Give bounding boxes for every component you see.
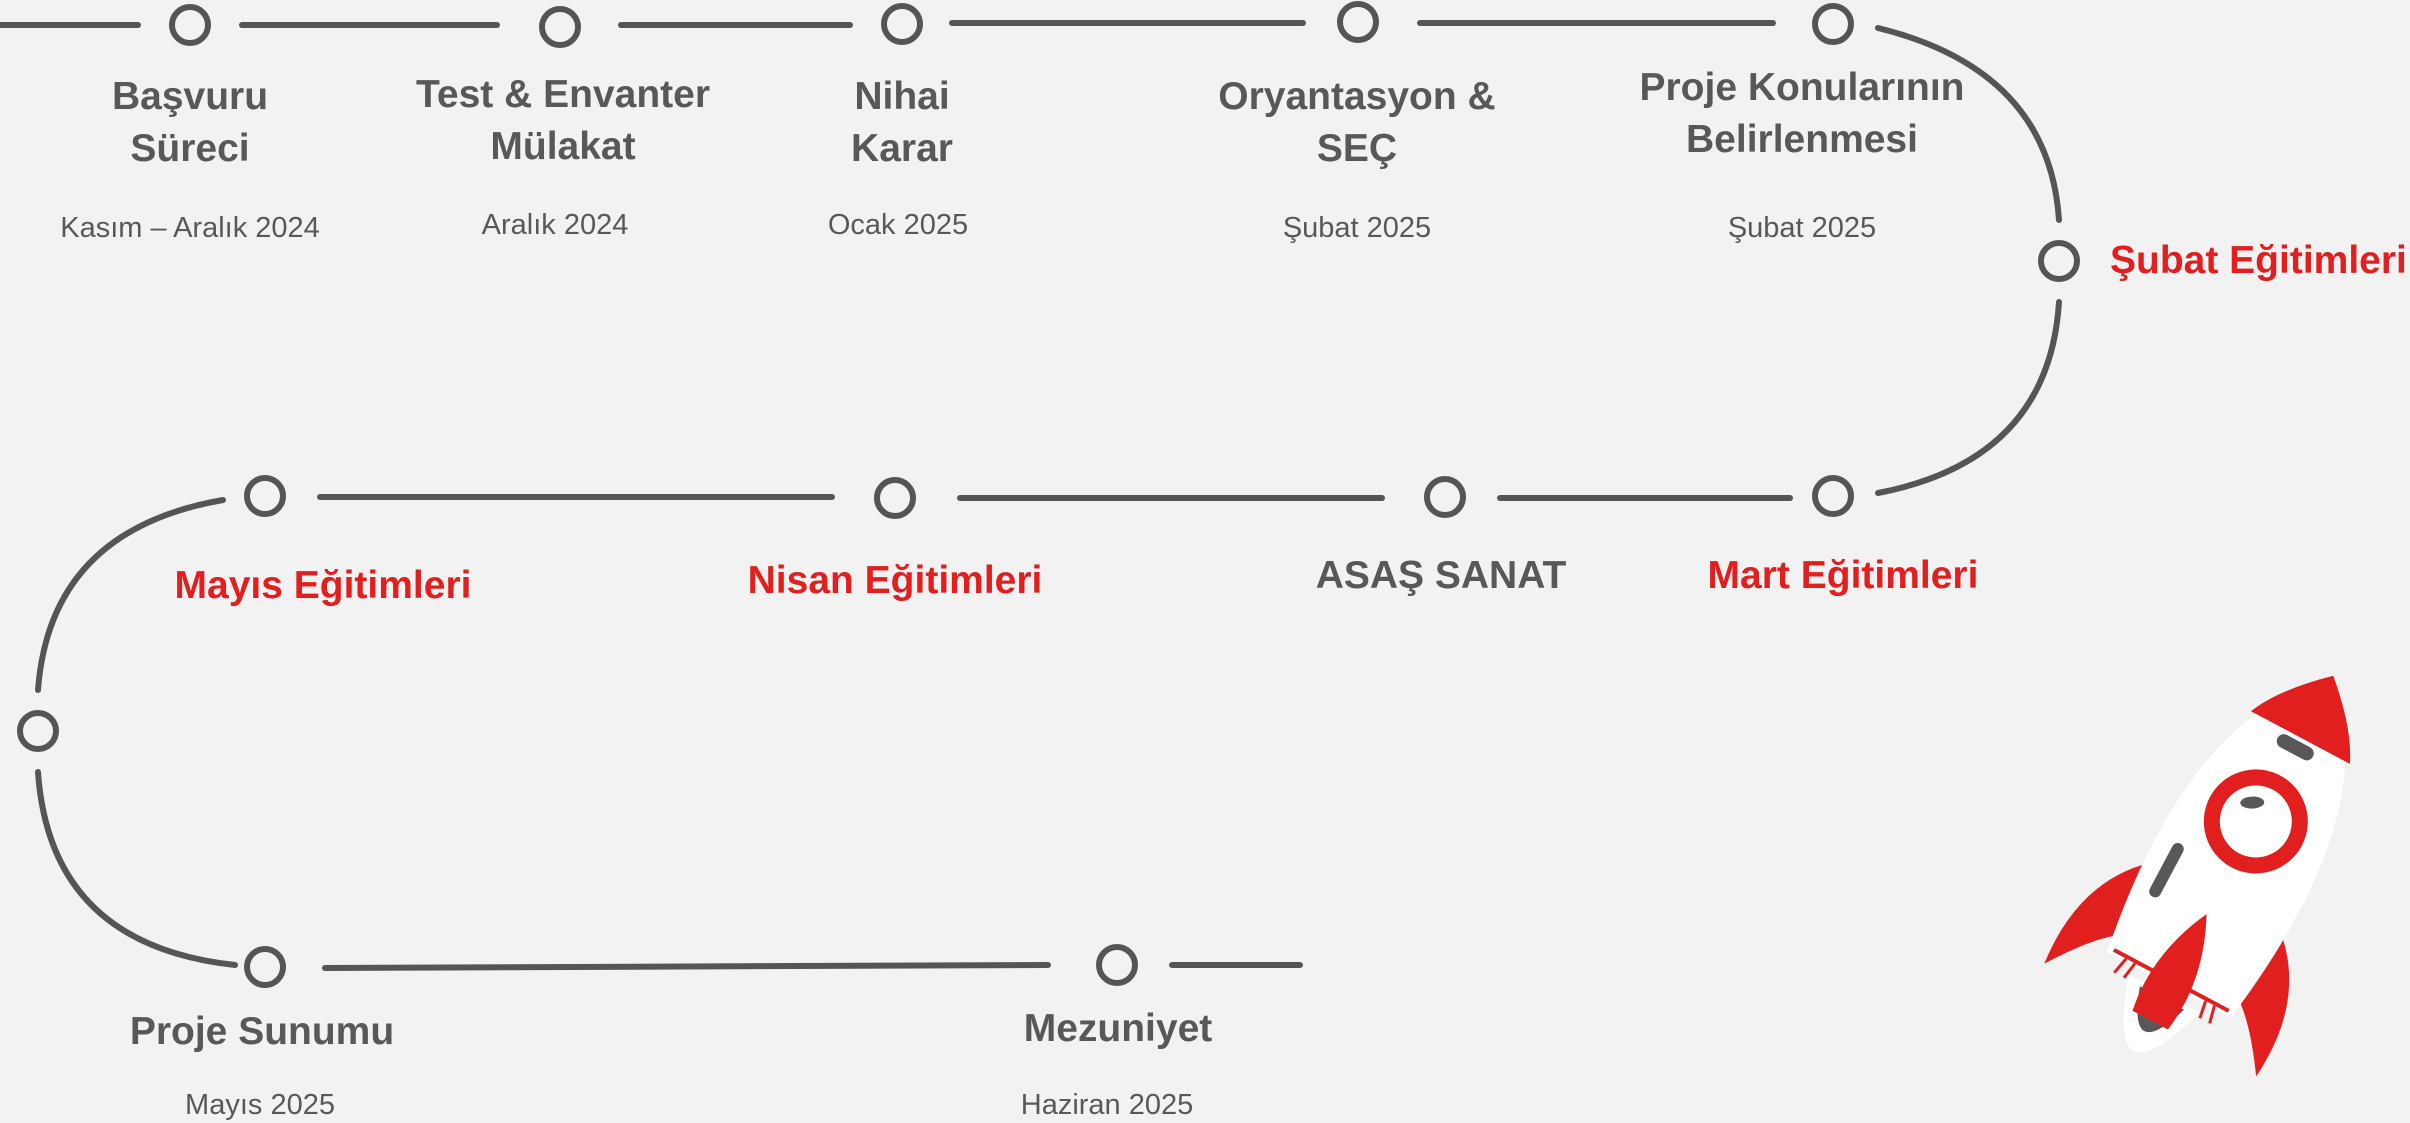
- connector: [322, 962, 1051, 971]
- step-title: Mart Eğitimleri: [1707, 554, 1979, 597]
- step-node: [2038, 240, 2080, 282]
- step-date: Haziran 2025: [1020, 1089, 1194, 1121]
- step-node: [539, 6, 581, 48]
- connector-curve: [35, 497, 226, 693]
- step-title: Proje Konularının Belirlenmesi: [1639, 66, 1965, 161]
- step-node: [874, 477, 916, 519]
- step-date: Aralık 2024: [481, 209, 629, 241]
- step-node: [1096, 944, 1138, 986]
- step-title: Test & Envanter Mülakat: [415, 73, 711, 168]
- step-node: [881, 3, 923, 45]
- step-title: Nisan Eğitimleri: [747, 559, 1043, 602]
- step-node: [244, 475, 286, 517]
- step-node: [1812, 475, 1854, 517]
- connector-curve: [1875, 299, 2062, 496]
- connector-curve: [1875, 25, 2062, 223]
- step-title: Proje Sunumu: [129, 1010, 395, 1053]
- step-title: Oryantasyon & SEÇ: [1218, 75, 1496, 170]
- rocket-icon: [2044, 675, 2351, 1077]
- step-node: [17, 710, 59, 752]
- connector-curve: [35, 769, 238, 968]
- step-date: Mayıs 2025: [185, 1089, 335, 1121]
- step-node: [1424, 476, 1466, 518]
- step-date: Şubat 2025: [1727, 212, 1877, 244]
- step-title: Mayıs Eğitimleri: [174, 564, 472, 607]
- step-node: [1812, 3, 1854, 45]
- step-node: [244, 946, 286, 988]
- step-date: Şubat 2025: [1282, 212, 1432, 244]
- step-title: Başvuru Süreci: [111, 75, 269, 170]
- step-date: Kasım – Aralık 2024: [60, 212, 320, 244]
- step-title: ASAŞ SANAT: [1315, 554, 1567, 597]
- step-date: Ocak 2025: [827, 209, 969, 241]
- step-title: Nihai Karar: [851, 75, 953, 170]
- step-node: [1337, 1, 1379, 43]
- step-title: Şubat Eğitimleri: [2110, 239, 2407, 282]
- step-node: [169, 4, 211, 46]
- step-title: Mezuniyet: [1023, 1007, 1213, 1050]
